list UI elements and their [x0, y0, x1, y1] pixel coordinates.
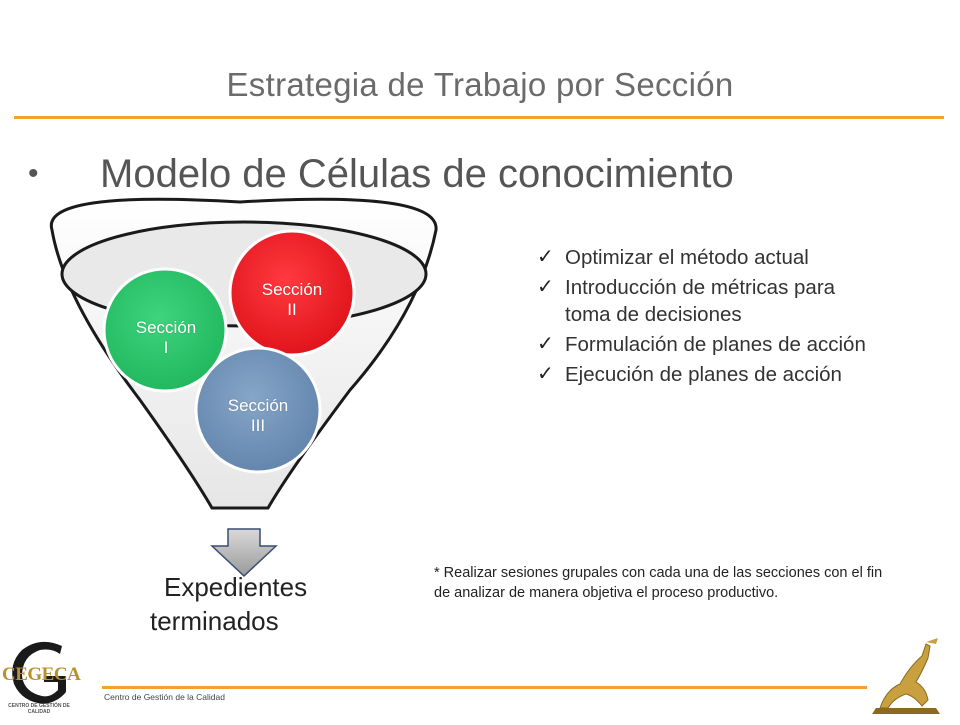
checklist-item-text: Introducción de métricas para toma de de…	[565, 276, 836, 326]
output-line2: terminados	[150, 606, 279, 636]
circle-label-seccion-i: Sección I	[111, 318, 221, 358]
circle-label-ii-line2: II	[287, 300, 297, 319]
checklist-item-text: Ejecución de planes de acción	[565, 363, 842, 386]
checklist-item-text: Formulación de planes de acción	[565, 333, 866, 356]
circle-label-ii-line1: Sección	[261, 280, 323, 299]
subtitle-bullet-line: • Modelo de Células de conocimiento	[28, 150, 734, 198]
funnel-diagram: Sección I Sección II Sección III	[0, 190, 480, 660]
circle-label-i-line1: Sección	[135, 318, 197, 337]
checklist-item: ✓ Introducción de métricas para toma de …	[537, 274, 867, 328]
title-rule	[14, 116, 944, 119]
circle-label-seccion-iii: Sección III	[203, 396, 313, 436]
circle-label-i-line2: I	[163, 338, 169, 357]
circle-seccion-iii	[194, 346, 322, 474]
funnel-graphic	[49, 197, 438, 578]
logo-wordmark: CEGECA	[2, 664, 81, 685]
subtitle: Modelo de Células de conocimiento	[100, 151, 734, 196]
circle-label-iii-line2: III	[250, 416, 266, 435]
circle-label-iii-line1: Sección	[227, 396, 289, 415]
statue-figure-icon	[866, 636, 946, 716]
output-line1: Expedientes	[164, 572, 308, 602]
logo-emblem-icon	[12, 641, 66, 704]
checkmark-icon: ✓	[537, 246, 554, 268]
footer-organization: Centro de Gestión de la Calidad	[104, 692, 225, 702]
checkmark-icon: ✓	[537, 333, 554, 355]
checkmark-icon: ✓	[537, 276, 554, 298]
checklist-item: ✓ Optimizar el método actual	[537, 244, 867, 271]
cegeca-logo	[0, 636, 80, 720]
footnote: * Realizar sesiones grupales con cada un…	[434, 565, 883, 601]
slide-title: Estrategia de Trabajo por Sección	[226, 66, 734, 103]
checklist-item-text: Optimizar el método actual	[565, 246, 809, 269]
logo-subtext: CENTRO DE GESTIÓN DE CALIDAD	[8, 703, 70, 715]
circle-label-seccion-ii: Sección II	[237, 280, 347, 320]
bullet-glyph: •	[28, 157, 39, 190]
checkmark-icon: ✓	[537, 363, 554, 385]
footer-rule	[102, 686, 867, 689]
circle-seccion-i	[102, 267, 228, 393]
checklist-item: ✓ Ejecución de planes de acción	[537, 361, 867, 388]
output-arrow	[210, 528, 278, 578]
funnel-output-caption: Expedientes terminados	[150, 570, 350, 638]
checklist-item: ✓ Formulación de planes de acción	[537, 331, 867, 358]
objectives-checklist: ✓ Optimizar el método actual ✓ Introducc…	[537, 244, 867, 391]
circle-seccion-ii	[228, 229, 356, 357]
